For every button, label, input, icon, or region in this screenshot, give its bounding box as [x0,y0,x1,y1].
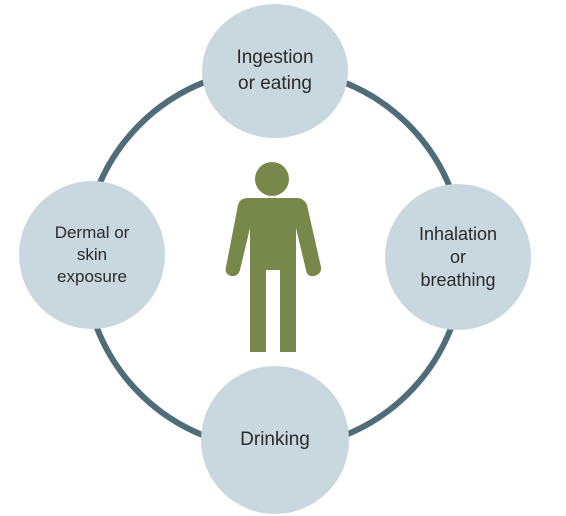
route-dermal-node: Dermal or skin exposure [19,181,165,329]
person-icon [225,162,322,352]
route-ingestion-node: Ingestion or eating [202,4,348,138]
route-inhalation-node: Inhalation or breathing [385,184,531,330]
route-drinking-node: Drinking [201,366,349,514]
